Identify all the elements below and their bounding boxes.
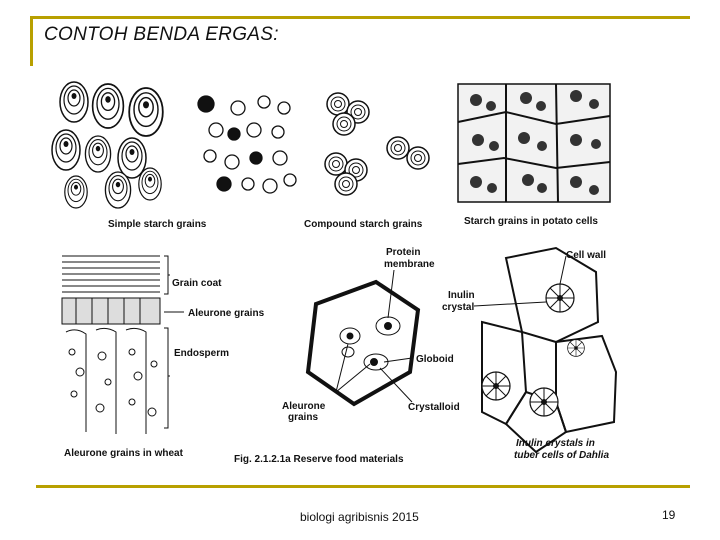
label-endosperm: Endosperm <box>174 348 229 359</box>
label-crystalloid: Crystalloid <box>408 402 460 413</box>
dahlia-cells-illustration <box>481 246 618 454</box>
caption-dahlia-1: Inulin crystals in <box>516 438 595 449</box>
page-number: 19 <box>662 508 676 522</box>
caption-compound-starch: Compound starch grains <box>304 219 423 230</box>
potato-cells-illustration <box>457 83 611 203</box>
label-aleurone-grains-wheat: Aleurone grains <box>188 308 265 319</box>
caption-dahlia-2: tuber cells of Dahlia <box>514 450 609 461</box>
label-protein-2: membrane <box>384 259 435 270</box>
label-grain-coat: Grain coat <box>172 278 222 289</box>
starch-grain-cluster-illustration <box>197 95 297 194</box>
label-aleurone-1: Aleurone <box>282 401 326 412</box>
title-frame-top-line <box>30 16 690 19</box>
label-protein-1: Protein <box>386 247 420 258</box>
label-cell-wall: Cell wall <box>566 250 606 261</box>
label-aleurone-2: grains <box>288 412 318 423</box>
reserve-food-figure: Simple starch grains Compound starch gra… <box>51 81 618 465</box>
label-globoid: Globoid <box>416 354 454 365</box>
title-frame-left-line <box>30 16 33 66</box>
label-inulin-2: crystal <box>442 302 474 313</box>
caption-potato-cells: Starch grains in potato cells <box>464 216 598 227</box>
wheat-section-illustration <box>61 255 184 434</box>
label-inulin-1: Inulin <box>448 290 475 301</box>
aleurone-cell-illustration <box>305 269 421 407</box>
caption-simple-starch: Simple starch grains <box>108 219 207 230</box>
footer-divider-line <box>36 485 690 488</box>
caption-figure: Fig. 2.1.2.1a Reserve food materials <box>234 454 404 465</box>
compound-starch-illustration <box>324 92 430 196</box>
simple-starch-illustration <box>51 81 164 209</box>
slide-title: CONTOH BENDA ERGAS: <box>44 24 279 45</box>
footer-text: biologi agribisnis 2015 <box>300 510 419 524</box>
inulin-crystals-illustration <box>481 283 585 417</box>
caption-aleurone-wheat: Aleurone grains in wheat <box>64 448 184 459</box>
